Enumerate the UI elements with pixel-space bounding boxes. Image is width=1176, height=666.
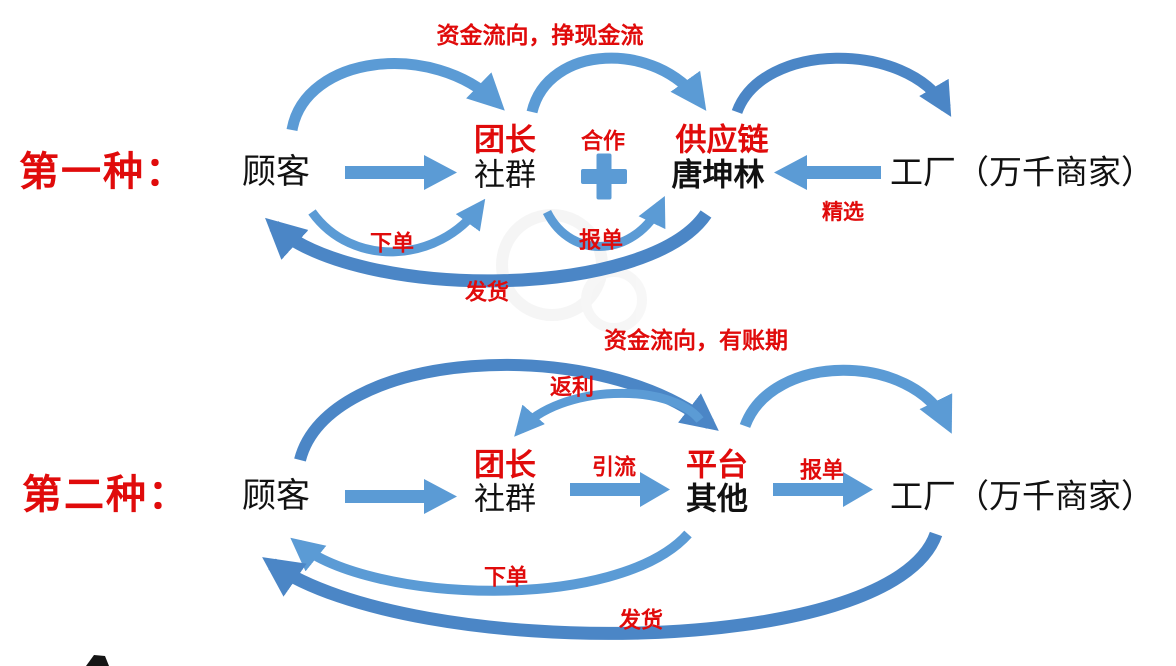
- arrow-customer-to-leader-r2: [345, 479, 457, 514]
- arrow-ship-r2: [262, 531, 943, 640]
- arrow-ship-r1: [265, 210, 712, 288]
- r2-report-order-label: 报单: [799, 457, 845, 483]
- r2-rebate-label: 返利: [549, 374, 595, 400]
- plus-icon: [581, 153, 627, 200]
- r2-customer: 顾客: [242, 477, 310, 516]
- section-1-label: 第一种：: [19, 150, 187, 194]
- arrow-funds-platform-to-factory: [739, 364, 953, 434]
- r1-supply-bottom: 唐坤林: [671, 157, 765, 193]
- r1-coop-label: 合作: [580, 128, 626, 154]
- arrow-factory-to-supply: [774, 155, 881, 190]
- r1-factory: 工厂（万千商家）: [890, 153, 1154, 191]
- r2-platform-bottom: 其他: [686, 481, 748, 517]
- r1-money-flow-label: 资金流向，挣现金流: [436, 21, 644, 48]
- arrow-funds-leader-to-supply: [526, 52, 707, 114]
- r1-leader-bottom: 社群: [474, 157, 536, 193]
- arrow-customer-to-leader: [345, 155, 457, 190]
- r2-leader-bottom: 社群: [474, 481, 536, 517]
- arrow-funds-customer-to-platform: [294, 358, 719, 462]
- r2-divert-label: 引流: [591, 454, 637, 480]
- arrow-funds-supply-to-factory: [731, 52, 952, 117]
- arrow-report-order-r1: [542, 195, 666, 251]
- r2-place-order-label: 下单: [483, 564, 529, 590]
- arrow-funds-customer-to-leader: [286, 58, 505, 132]
- r2-factory: 工厂（万千商家）: [890, 477, 1154, 515]
- arrow-rebate-platform-to-leader: [514, 388, 704, 437]
- r1-supply-top: 供应链: [675, 122, 769, 158]
- r1-report-order-label: 报单: [578, 227, 624, 253]
- arrow-divert-leader-to-platform: [570, 472, 670, 507]
- arrow-place-order-r2: [290, 530, 692, 596]
- r1-ship-label: 发货: [464, 279, 510, 305]
- r1-curated-label: 精选: [822, 200, 864, 224]
- r2-money-flow-label: 资金流向，有账期: [604, 326, 788, 353]
- r2-ship-label: 发货: [618, 607, 664, 633]
- screen-artifact: [86, 655, 109, 666]
- arrow-place-order-r1: [308, 198, 486, 257]
- r1-place-order-label: 下单: [369, 230, 415, 256]
- r2-leader-top: 团长: [474, 447, 536, 483]
- arrow-report-platform-to-factory: [773, 472, 873, 507]
- r1-leader-top: 团长: [474, 122, 536, 158]
- section-2-label: 第二种：: [22, 473, 190, 517]
- r2-platform-top: 平台: [686, 447, 748, 483]
- r1-customer: 顾客: [242, 153, 310, 192]
